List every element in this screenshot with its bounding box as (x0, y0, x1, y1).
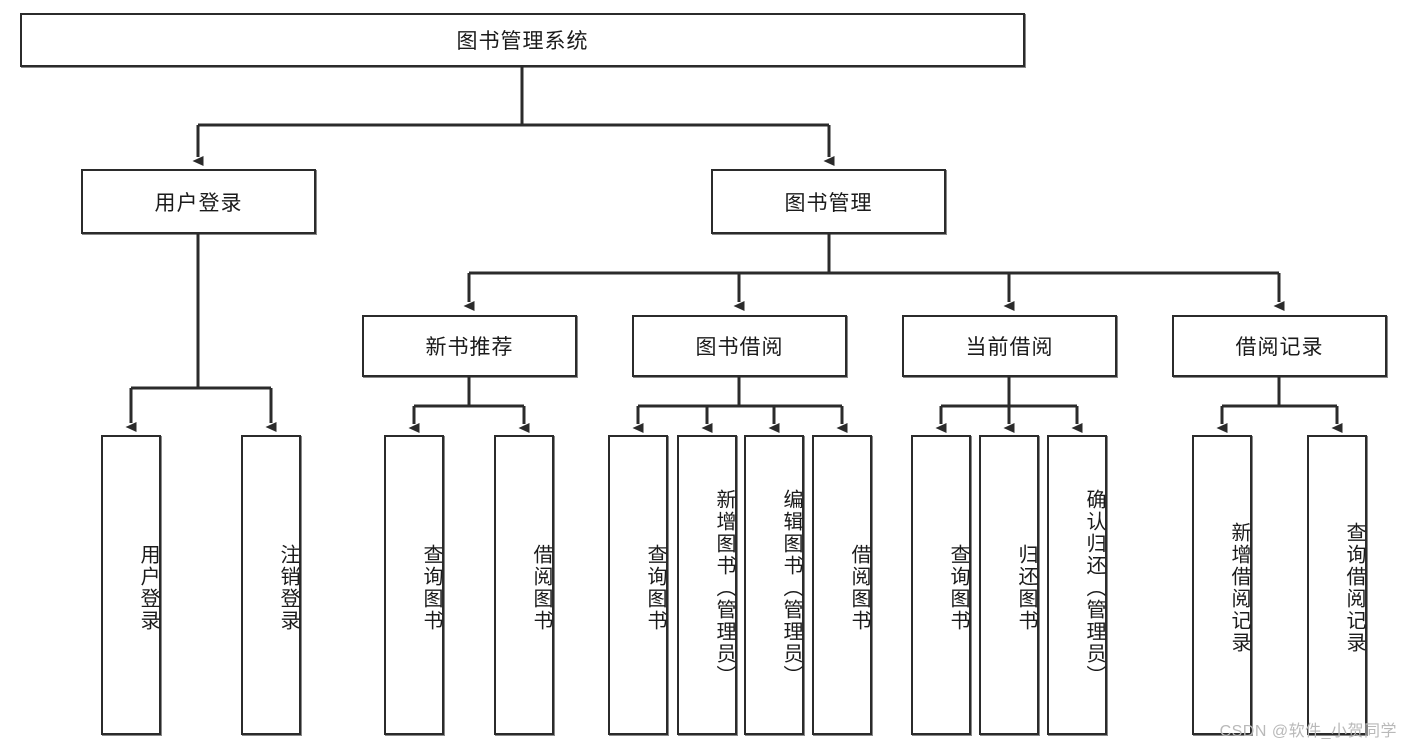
node-new-book-recommend-label: 新书推荐 (425, 336, 514, 359)
leaf-add-record[interactable]: 新增借阅记录 (1192, 435, 1252, 735)
node-borrow-record[interactable]: 借阅记录 (1172, 315, 1387, 377)
node-root-label: 图书管理系统 (456, 30, 589, 53)
leaf-borrow-book-2-label: 借阅图书 (848, 544, 870, 632)
leaf-add-book-label: 新增图书（管理员） (713, 489, 735, 687)
leaf-confirm-return[interactable]: 确认归还（管理员） (1047, 435, 1107, 735)
node-borrow-record-label: 借阅记录 (1235, 336, 1324, 359)
leaf-return-book[interactable]: 归还图书 (979, 435, 1039, 735)
leaf-user-login-label: 用户登录 (137, 544, 159, 632)
leaf-logout-login-label: 注销登录 (277, 544, 299, 632)
node-root[interactable]: 图书管理系统 (20, 13, 1025, 67)
node-book-manage[interactable]: 图书管理 (711, 169, 946, 234)
node-book-borrow-label: 图书借阅 (695, 336, 784, 359)
node-new-book-recommend[interactable]: 新书推荐 (362, 315, 577, 377)
leaf-add-book[interactable]: 新增图书（管理员） (677, 435, 737, 735)
watermark: CSDN @软件_小贺同学 (1219, 723, 1397, 740)
node-current-borrow[interactable]: 当前借阅 (902, 315, 1117, 377)
leaf-query-book-2-label: 查询图书 (644, 544, 666, 632)
leaf-borrow-book-1-label: 借阅图书 (530, 544, 552, 632)
leaf-edit-book-label: 编辑图书（管理员） (780, 489, 802, 687)
leaf-edit-book[interactable]: 编辑图书（管理员） (744, 435, 804, 735)
leaf-return-book-label: 归还图书 (1015, 544, 1037, 632)
leaf-borrow-book-2[interactable]: 借阅图书 (812, 435, 872, 735)
leaf-query-book-3-label: 查询图书 (947, 544, 969, 632)
node-user-login-label: 用户登录 (154, 191, 243, 215)
leaf-user-login[interactable]: 用户登录 (101, 435, 161, 735)
leaf-query-book-1-label: 查询图书 (420, 544, 442, 632)
leaf-add-record-label: 新增借阅记录 (1228, 522, 1250, 654)
leaf-confirm-return-label: 确认归还（管理员） (1083, 489, 1105, 687)
node-book-borrow[interactable]: 图书借阅 (632, 315, 847, 377)
leaf-query-record-label: 查询借阅记录 (1343, 522, 1365, 654)
leaf-query-book-2[interactable]: 查询图书 (608, 435, 668, 735)
leaf-query-record[interactable]: 查询借阅记录 (1307, 435, 1367, 735)
node-user-login[interactable]: 用户登录 (81, 169, 316, 234)
leaf-borrow-book-1[interactable]: 借阅图书 (494, 435, 554, 735)
leaf-query-book-1[interactable]: 查询图书 (384, 435, 444, 735)
leaf-query-book-3[interactable]: 查询图书 (911, 435, 971, 735)
node-book-manage-label: 图书管理 (784, 191, 873, 215)
leaf-logout-login[interactable]: 注销登录 (241, 435, 301, 735)
node-current-borrow-label: 当前借阅 (965, 336, 1054, 359)
